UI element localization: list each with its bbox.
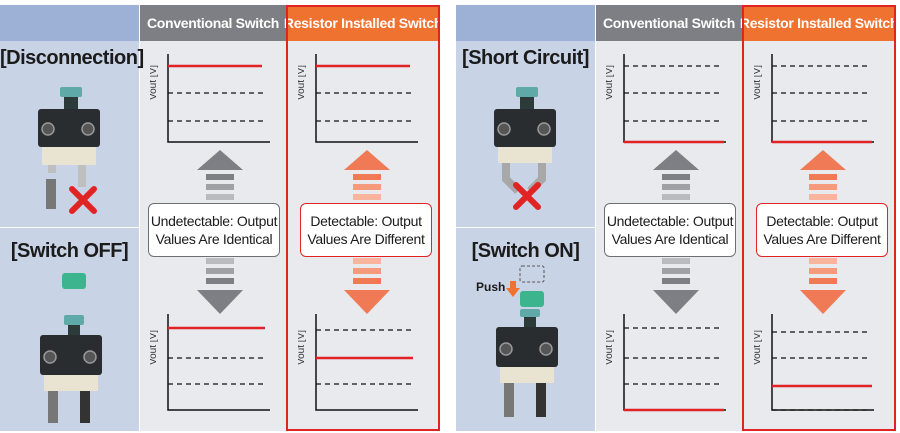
conventional-short-circuit-graph: Vout [V]: [606, 54, 726, 144]
vout-axis-label: Vout [V]: [298, 330, 307, 365]
vout-axis-label: Vout [V]: [150, 330, 159, 365]
conventional-switch-on-graph: Vout [V]: [606, 314, 726, 412]
microswitch-on-icon: [496, 265, 558, 417]
conventional-switch-header: Conventional Switch: [140, 5, 286, 41]
resistor-highlight-frame: [742, 5, 896, 431]
orange-down-arrow-icon: [800, 258, 846, 314]
callout-line-1: Undetectable: Output: [150, 213, 278, 229]
conventional-switch-header: Conventional Switch: [596, 5, 742, 41]
panel-short-circuit-switch-on: Conventional Switch Resistor Installed S…: [456, 5, 900, 431]
resistor-switch-on-graph: Vout [V]: [754, 314, 874, 411]
resistor-detectable-callout: Detectable: Output Values Are Different: [756, 203, 888, 257]
disconnection-label: [Disconnection]: [0, 47, 144, 69]
left-column-header-cell: [456, 5, 595, 41]
vout-axis-label: Vout [V]: [754, 330, 763, 365]
resistor-switch-header: Resistor Installed Switch: [740, 5, 898, 41]
vout-axis-label: Vout [V]: [298, 65, 307, 100]
resistor-disconnection-graph: Vout [V]: [298, 54, 418, 143]
callout-line-1: Undetectable: Output: [606, 213, 734, 229]
callout-line-2: Values Are Different: [763, 231, 881, 247]
resistor-short-circuit-graph: Vout [V]: [754, 54, 874, 144]
row-divider: [0, 227, 139, 228]
callout-line-1: Detectable: Output: [766, 213, 878, 229]
push-label: Push: [476, 280, 506, 294]
panel-disconnection-switch-off: Conventional Switch Resistor Installed S…: [0, 5, 444, 431]
conventional-disconnection-graph: Vout [V]: [150, 54, 270, 143]
conventional-undetectable-callout: Undetectable: Output Values Are Identica…: [604, 203, 736, 257]
push-down-arrow-icon: [506, 281, 520, 297]
vout-axis-label: Vout [V]: [150, 65, 159, 100]
conventional-switch-off-graph: Vout [V]: [150, 314, 270, 411]
resistor-highlight-frame: [286, 5, 440, 431]
resistor-switch-header: Resistor Installed Switch: [284, 5, 442, 41]
resistor-detectable-callout: Detectable: Output Values Are Different: [300, 203, 432, 257]
callout-line-2: Values Are Different: [307, 231, 425, 247]
gray-up-arrow-icon: [197, 150, 243, 200]
vout-axis-label: Vout [V]: [754, 65, 763, 100]
gray-down-arrow-icon: [653, 258, 699, 314]
microswitch-shorted-icon: [494, 87, 556, 194]
short-circuit-label: [Short Circuit]: [462, 47, 589, 69]
conventional-undetectable-callout: Undetectable: Output Values Are Identica…: [148, 203, 280, 257]
switch-on-label: [Switch ON]: [471, 240, 580, 262]
vout-axis-label: Vout [V]: [606, 65, 615, 100]
gray-down-arrow-icon: [197, 258, 243, 314]
callout-line-1: Detectable: Output: [310, 213, 422, 229]
vout-axis-label: Vout [V]: [606, 330, 615, 365]
row-divider: [456, 227, 595, 228]
gray-up-arrow-icon: [653, 150, 699, 200]
resistor-switch-off-graph: Vout [V]: [298, 314, 418, 411]
red-x-icon: [513, 182, 541, 210]
red-x-icon: [69, 186, 97, 214]
microswitch-disconnected-icon: [38, 87, 100, 209]
callout-line-2: Values Are Identical: [155, 231, 273, 247]
orange-up-arrow-icon: [800, 150, 846, 200]
callout-line-2: Values Are Identical: [611, 231, 729, 247]
orange-down-arrow-icon: [344, 258, 390, 314]
orange-up-arrow-icon: [344, 150, 390, 200]
left-column-header-cell: [0, 5, 139, 41]
switch-off-label: [Switch OFF]: [10, 240, 129, 262]
microswitch-off-icon: [40, 273, 102, 423]
